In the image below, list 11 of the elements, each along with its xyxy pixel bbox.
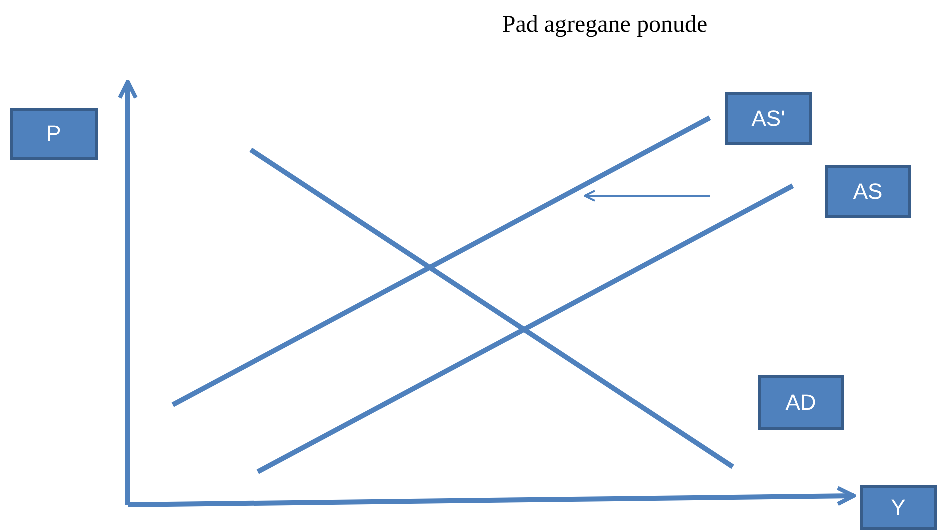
curve-label: Y xyxy=(891,494,906,520)
label-box xyxy=(825,165,911,218)
curve-label: AS' xyxy=(752,106,786,132)
label-box xyxy=(860,485,937,530)
label-box xyxy=(10,108,98,160)
curve-label: AD xyxy=(786,390,816,416)
chart-title: Pad agregane ponude xyxy=(501,12,709,39)
label-box xyxy=(725,92,812,145)
curve-label: AS xyxy=(853,178,883,204)
curve-label: P xyxy=(46,121,62,147)
label-box xyxy=(758,375,844,430)
